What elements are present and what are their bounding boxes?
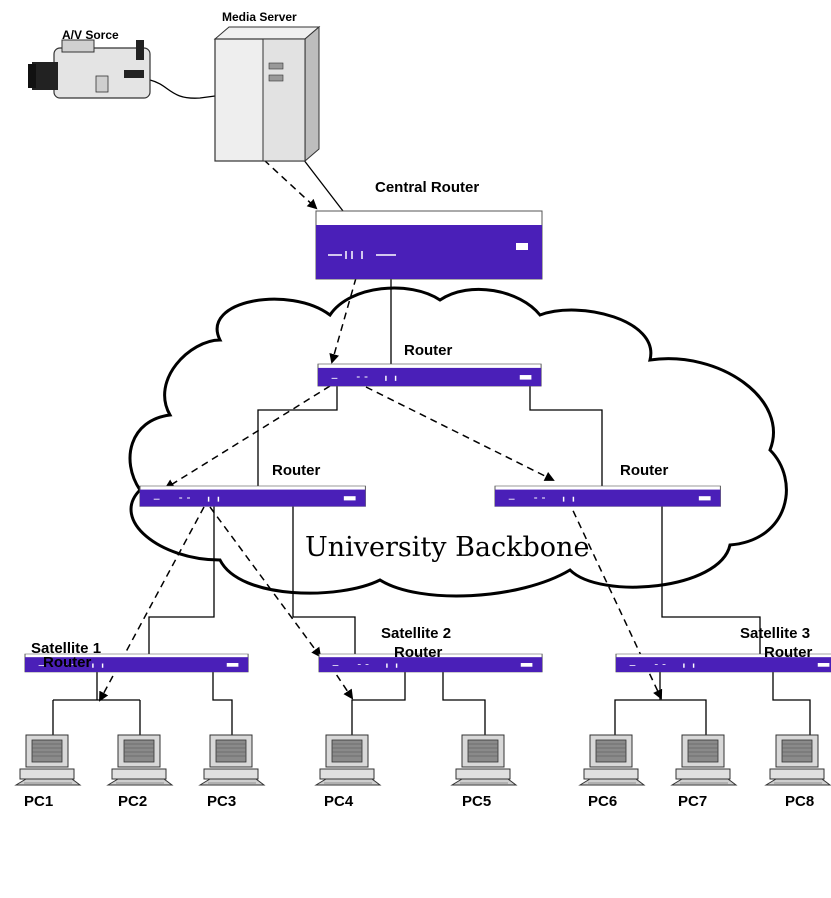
router-left-label: Router <box>272 462 320 479</box>
camcorder-icon <box>28 39 151 99</box>
pc-label: PC7 <box>678 793 707 810</box>
desktop-pc-icon <box>199 734 265 786</box>
central-router-icon <box>315 210 543 280</box>
av-source-label: A/V Sorce <box>62 28 119 42</box>
desktop-pc-icon <box>765 734 831 786</box>
media-server-label: Media Server <box>222 10 297 24</box>
desktop-pc-icon <box>107 734 173 786</box>
satellite-2-label-line1: Satellite 2 <box>381 625 451 642</box>
pc-label: PC3 <box>207 793 236 810</box>
satellite-3-label-line2: Router <box>764 644 812 661</box>
desktop-pc-icon <box>15 734 81 786</box>
pc-label: PC4 <box>324 793 354 810</box>
desktop-pc-icon <box>579 734 645 786</box>
server-tower-icon <box>213 25 321 163</box>
satellite-1-label-line1: Satellite 1 <box>31 640 101 657</box>
router-top-label: Router <box>404 342 452 359</box>
desktop-pc-icon <box>451 734 517 786</box>
satellite-3-label-line1: Satellite 3 <box>740 625 810 642</box>
satellite-1-label-line2: Router <box>43 654 91 671</box>
router-right-label: Router <box>620 462 668 479</box>
network-links <box>52 79 811 735</box>
backbone-cloud <box>128 286 788 598</box>
desktop-pc-icon <box>671 734 737 786</box>
pc-label: PC5 <box>462 793 491 810</box>
desktop-pc-icon <box>315 734 381 786</box>
router-icon <box>317 363 542 387</box>
pc-label: PC1 <box>24 793 53 810</box>
satellite-2-label-line2: Router <box>394 644 442 661</box>
pc-label: PC2 <box>118 793 147 810</box>
central-router-label: Central Router <box>375 179 479 196</box>
pc-label: PC8 <box>785 793 814 810</box>
pc-label: PC6 <box>588 793 617 810</box>
router-icon <box>139 485 367 508</box>
pc-labels: PC1 PC2 PC3 PC4 PC5 PC6 PC7 PC8 <box>24 793 814 810</box>
backbone-label: University Backbone <box>305 532 589 563</box>
router-icon <box>494 485 722 508</box>
